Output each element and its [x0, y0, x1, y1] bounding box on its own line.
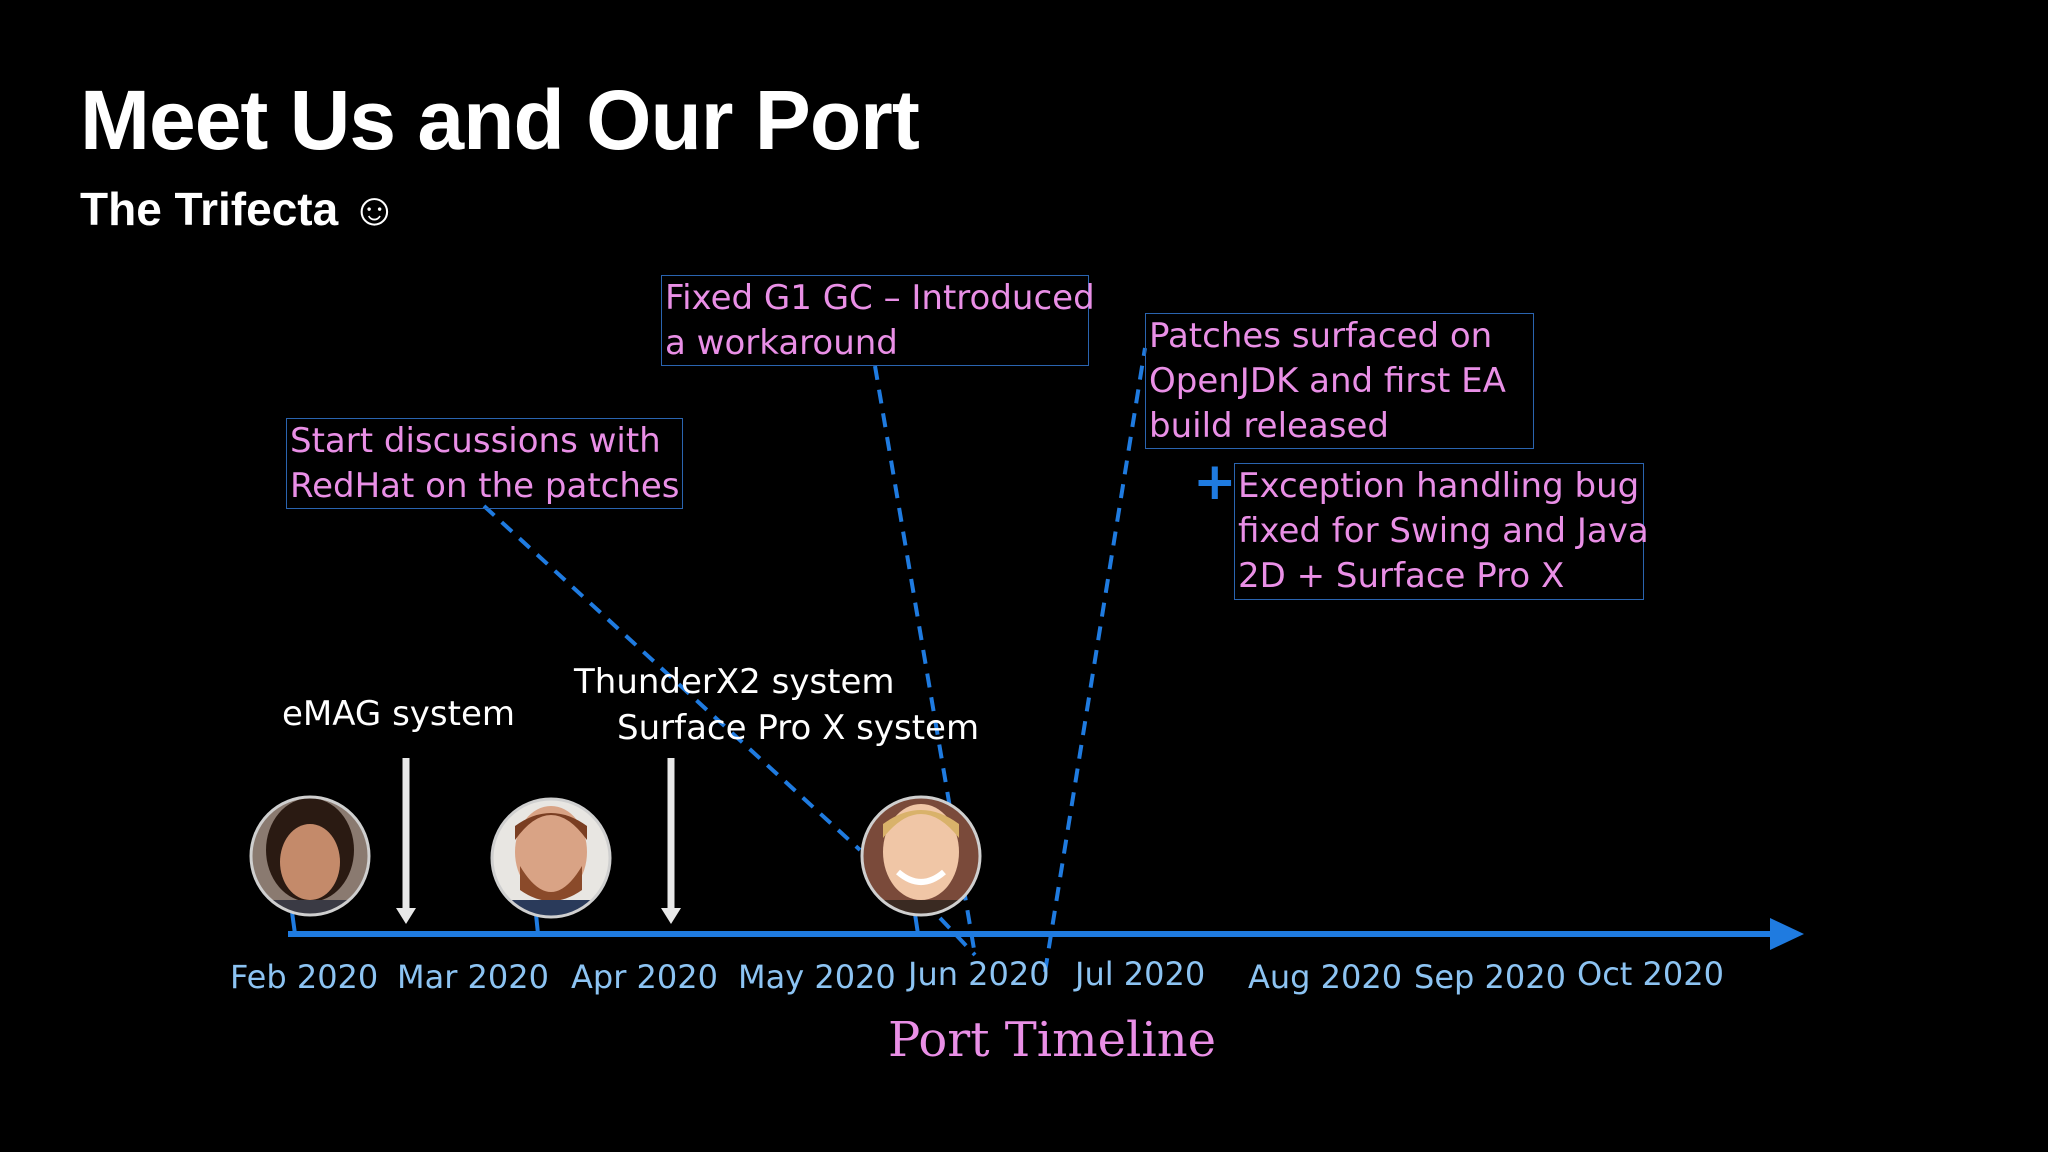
avatar-person-2	[490, 797, 612, 935]
label-thunderx2-system: ThunderX2 system	[574, 662, 895, 702]
month-label: Oct 2020	[1577, 955, 1724, 993]
marker-arrow-emag	[396, 758, 416, 924]
label-emag-system: eMAG system	[282, 694, 515, 734]
month-label: Apr 2020	[571, 958, 718, 996]
month-label: Feb 2020	[230, 958, 379, 996]
timeline-caption: Port Timeline	[888, 1012, 1217, 1068]
note-openjdk-patches: Patches surfaced on OpenJDK and first EA…	[1145, 313, 1534, 449]
avatar-person-1	[249, 795, 371, 935]
marker-arrow-thunderx2	[661, 758, 681, 924]
avatar-person-3	[860, 795, 982, 935]
connector-g1gc	[873, 365, 977, 956]
month-label: Sep 2020	[1414, 958, 1566, 996]
label-surface-pro-x-system: Surface Pro X system	[617, 708, 980, 748]
plus-icon: +	[1193, 452, 1237, 512]
month-label: Mar 2020	[397, 958, 549, 996]
month-label: Jul 2020	[1075, 955, 1206, 993]
timeline-arrowhead	[1770, 918, 1804, 950]
connector-redhat	[482, 504, 862, 852]
note-exception-bug: Exception handling bug fixed for Swing a…	[1234, 463, 1649, 600]
month-label: Jun 2020	[908, 955, 1050, 993]
month-label: May 2020	[738, 958, 896, 996]
slide-title: Meet Us and Our Port	[80, 73, 920, 167]
note-redhat-discussions: Start discussions with RedHat on the pat…	[286, 418, 683, 509]
month-label: Aug 2020	[1248, 958, 1403, 996]
connector-openjdk	[1043, 347, 1147, 973]
slide-subtitle: The Trifecta ☺	[80, 183, 398, 235]
note-fixed-g1gc: Fixed G1 GC – Introduced a workaround	[661, 275, 1095, 366]
